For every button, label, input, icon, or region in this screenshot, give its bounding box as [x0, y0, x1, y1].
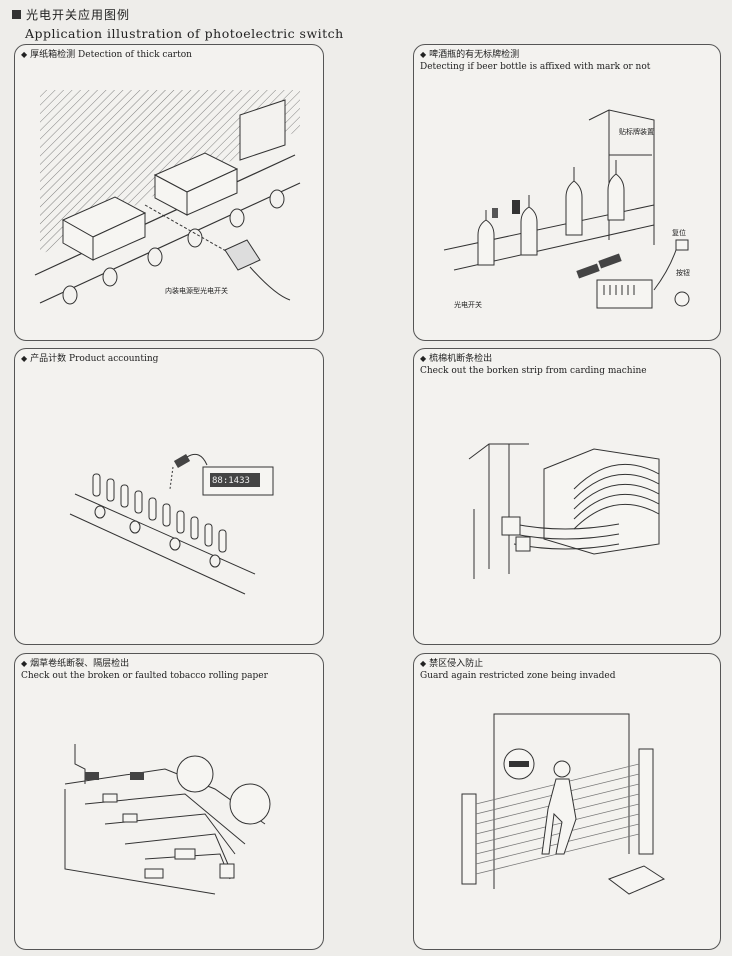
product-counting-illustration: 88:1433 [69, 453, 274, 595]
panel-caption: ◆梳棉机断条检出 Check out the borken strip from… [420, 354, 647, 376]
panel-caption: ◆禁区侵入防止 Guard again restricted zone bein… [420, 659, 616, 681]
panel-caption: ◆厚纸箱检测 Detection of thick carton [21, 50, 192, 60]
diamond-bullet-icon: ◆ [21, 659, 28, 668]
labeler-label: 贴标牌装置 [619, 127, 654, 136]
panel-beer-bottle: 贴标牌装置 复位 按钮 光电开关 ◆啤酒瓶的有无标牌检测 Detecting i… [413, 44, 721, 341]
page-title-en: Application illustration of photoelectri… [25, 26, 344, 41]
panel-caption: ◆产品计数 Product accounting [21, 354, 159, 364]
panel-product-counting: 88:1433 ◆产品计数 Product accounting [14, 348, 324, 645]
panel-tobacco-paper: ◆烟草卷纸断裂、隔层检出 Check out the broken or fau… [14, 653, 324, 950]
switch-label: 光电开关 [454, 300, 482, 309]
panel-restricted-zone: ◆禁区侵入防止 Guard again restricted zone bein… [413, 653, 721, 950]
carding-machine-illustration [468, 443, 660, 579]
diamond-bullet-icon: ◆ [420, 659, 427, 668]
tobacco-paper-illustration [64, 744, 271, 895]
counter-display: 88:1433 [212, 476, 250, 486]
button-label: 按钮 [676, 268, 690, 277]
diamond-bullet-icon: ◆ [21, 50, 28, 59]
thick-carton-illustration: 内装电源型光电开关 [34, 90, 301, 305]
panel-caption: ◆啤酒瓶的有无标牌检测 Detecting if beer bottle is … [420, 50, 651, 72]
page-title-zh: 光电开关应用图例 [12, 6, 344, 23]
diamond-bullet-icon: ◆ [420, 50, 427, 59]
page-header: 光电开关应用图例 Application illustration of pho… [12, 6, 344, 41]
beer-bottle-illustration: 贴标牌装置 复位 按钮 光电开关 [443, 109, 690, 309]
diamond-bullet-icon: ◆ [21, 354, 28, 363]
sensor-label: 内装电源型光电开关 [165, 286, 228, 295]
person-icon [541, 760, 577, 855]
reset-label: 复位 [672, 228, 686, 237]
panel-thick-carton: 内装电源型光电开关 ◆厚纸箱检测 Detection of thick cart… [14, 44, 324, 341]
panel-caption: ◆烟草卷纸断裂、隔层检出 Check out the broken or fau… [21, 659, 268, 681]
square-bullet-icon [12, 10, 21, 19]
panel-carding-machine: ◆梳棉机断条检出 Check out the borken strip from… [413, 348, 721, 645]
restricted-zone-illustration [461, 713, 666, 895]
diamond-bullet-icon: ◆ [420, 354, 427, 363]
